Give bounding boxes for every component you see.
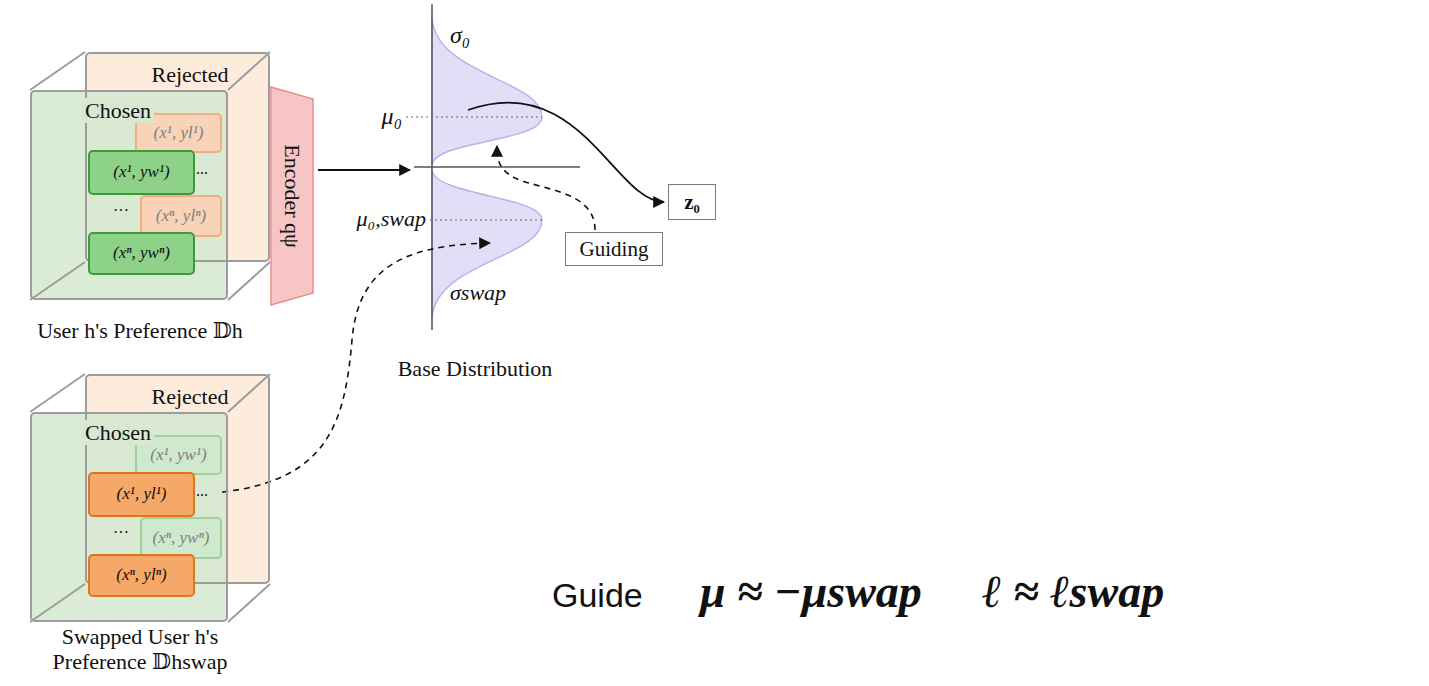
chosen-pair: (x¹, yw¹) bbox=[88, 150, 195, 195]
rejected-pair: (xⁿ, ylⁿ) bbox=[140, 195, 222, 237]
guiding-text: Guiding bbox=[580, 237, 649, 261]
encoder-trapezoid bbox=[271, 87, 313, 305]
rejected-pair: (xⁿ, ywⁿ) bbox=[140, 517, 222, 559]
pair-text: (xⁿ, ylⁿ) bbox=[116, 565, 166, 585]
dataset-caption: User h's Preference 𝔻h bbox=[37, 318, 243, 343]
chosen-pair: (xⁿ, ywⁿ) bbox=[88, 232, 195, 275]
cube-edges bbox=[30, 52, 270, 300]
encoder-text: Encoder qψ bbox=[280, 144, 304, 248]
sigma-label: σ₀ bbox=[450, 22, 470, 50]
pair-text: (x¹, yl¹) bbox=[117, 484, 167, 504]
guide-equation: μ ≈ −μswap bbox=[700, 566, 922, 619]
ellipsis: ... bbox=[196, 160, 208, 178]
guiding-box: Guiding bbox=[565, 232, 663, 266]
pair-text: (x¹, yw¹) bbox=[113, 162, 169, 182]
mean-label: μ₀ bbox=[382, 103, 402, 131]
gaussian-curve bbox=[432, 170, 542, 318]
guide-equation: ℓ ≈ ℓswap bbox=[982, 566, 1164, 619]
sigma-label: σswap bbox=[450, 280, 506, 305]
ellipsis: ... bbox=[196, 482, 208, 500]
dataset-caption: Swapped User h's Preference 𝔻hswap bbox=[25, 624, 255, 675]
guide-label: Guide bbox=[552, 576, 643, 615]
pair-text: (x¹, yw¹) bbox=[150, 445, 206, 465]
ellipsis: ··· bbox=[113, 524, 129, 542]
chosen-face-fill bbox=[30, 90, 228, 300]
chosen-pair: (x¹, yl¹) bbox=[88, 472, 195, 517]
chosen-face: Chosen (x¹, yw¹) (xⁿ, ywⁿ) bbox=[30, 90, 228, 300]
face-title: Rejected bbox=[149, 62, 232, 87]
chosen-face-fill bbox=[30, 412, 228, 622]
pair-text: (xⁿ, ywⁿ) bbox=[113, 243, 170, 263]
guiding-arrow bbox=[497, 146, 595, 230]
face-title: Chosen bbox=[82, 420, 154, 445]
mean-line bbox=[406, 117, 542, 118]
pair-text: (xⁿ, ylⁿ) bbox=[156, 206, 206, 226]
face-title: Rejected bbox=[149, 384, 232, 409]
distribution-caption: Base Distribution bbox=[398, 356, 553, 381]
latent-box: z₀ bbox=[668, 184, 716, 220]
axis-line bbox=[414, 166, 580, 168]
mean-line bbox=[430, 220, 542, 221]
gaussian-curve bbox=[432, 18, 542, 165]
latent-text: z₀ bbox=[684, 190, 700, 214]
ellipsis: ··· bbox=[113, 202, 129, 220]
face-title: Chosen bbox=[82, 98, 154, 123]
encoder-block: Encoder qψ bbox=[270, 86, 314, 306]
mean-label: μ₀,swap bbox=[357, 206, 426, 231]
pair-text: (x¹, yl¹) bbox=[154, 123, 204, 143]
cube-edges bbox=[30, 374, 270, 622]
chosen-pair: (xⁿ, ylⁿ) bbox=[88, 554, 195, 597]
encoder-arrow bbox=[318, 169, 410, 171]
chosen-face: Chosen (x¹, yl¹) (xⁿ, ylⁿ) bbox=[30, 412, 228, 622]
pair-text: (xⁿ, ywⁿ) bbox=[153, 528, 210, 548]
